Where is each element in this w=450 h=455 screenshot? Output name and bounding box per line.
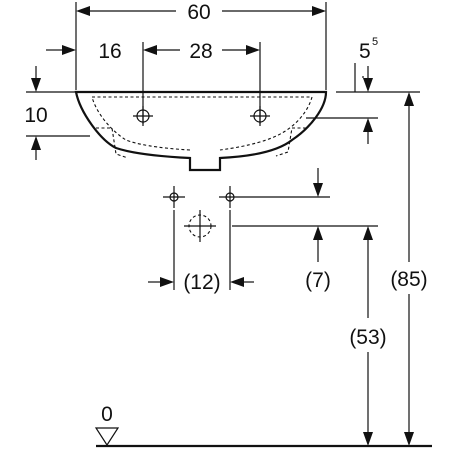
dimension-left-offset: 16: [46, 40, 122, 63]
drain-connections: [163, 186, 378, 242]
arrow-head: [76, 6, 90, 16]
dimension-right-offset: 5 5: [354, 36, 378, 92]
arrow-head: [230, 277, 244, 287]
label-left-offset: 16: [98, 40, 121, 63]
label-floor-level: 0: [101, 403, 113, 426]
label-right-offset: 5: [359, 40, 371, 63]
arrow-head: [363, 226, 373, 240]
dimension-hole-spacing: 28: [142, 40, 261, 124]
label-right-offset-base: 5: [359, 40, 371, 63]
arrow-head: [143, 45, 157, 55]
dimension-rim-height: 10: [24, 66, 90, 160]
arrow-head: [404, 432, 414, 446]
arrow-head: [313, 226, 323, 240]
arrow-head: [31, 136, 41, 150]
arrow-head: [160, 277, 174, 287]
dimension-drain-to-floor: (53): [349, 226, 387, 446]
dimension-overflow-offset: [363, 118, 373, 144]
label-overall-width: 60: [187, 1, 210, 24]
arrow-head: [404, 92, 414, 106]
arrow-head: [363, 78, 373, 92]
basin-outline: [74, 90, 328, 172]
arrow-head: [363, 118, 373, 132]
arrow-head: [31, 78, 41, 92]
dimension-drain-drop: (7): [305, 168, 331, 292]
label-hole-spacing: 28: [189, 40, 212, 63]
dimension-rim-to-floor: (85): [336, 91, 428, 446]
level-marker-icon: [94, 427, 120, 447]
label-drain-drop: (7): [305, 269, 331, 292]
dimension-overall-width: 60: [75, 1, 327, 90]
arrow-head: [363, 432, 373, 446]
dimension-drain-spacing: (12): [148, 210, 254, 294]
label-right-offset-superscript: 5: [372, 36, 378, 48]
floor-reference: 0: [94, 403, 432, 448]
label-drain-to-floor: (53): [349, 326, 386, 349]
label-rim-height: 10: [24, 104, 47, 127]
label-rim-to-floor: (85): [390, 268, 427, 291]
arrow-head: [312, 6, 326, 16]
arrow-head: [246, 45, 260, 55]
arrow-head: [313, 183, 323, 197]
basin-right-wall-detail: [275, 127, 306, 157]
tap-hole-right: [250, 106, 270, 126]
basin-left-wall-detail: [96, 127, 129, 159]
arrow-head: [62, 45, 76, 55]
tap-hole-left: [133, 106, 153, 126]
label-drain-spacing: (12): [183, 271, 220, 294]
washbasin-body: [74, 90, 378, 172]
basin-inner-bowl: [91, 96, 313, 151]
